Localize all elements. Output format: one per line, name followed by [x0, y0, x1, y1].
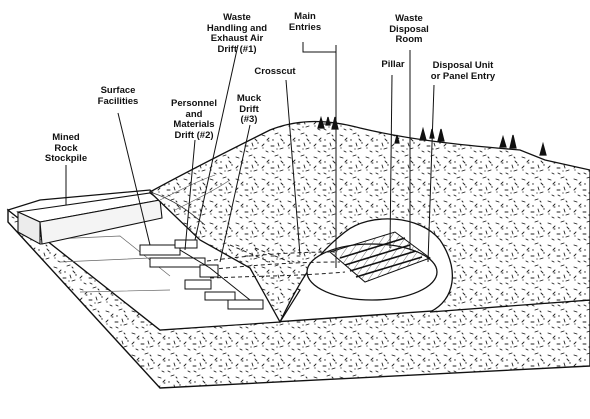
label-muck-drift: Muck Drift (#3): [236, 93, 262, 125]
label-personnel-drift: Personnel and Materials Drift (#2): [171, 98, 217, 141]
label-disposal-unit: Disposal Unit or Panel Entry: [430, 60, 496, 82]
disposal-cavity: [306, 231, 438, 301]
label-surface-facilities: Surface Facilities: [97, 85, 139, 107]
label-pillar: Pillar: [381, 59, 405, 70]
label-mined-rock-stockpile: Mined Rock Stockpile: [44, 132, 88, 164]
mined-rock-stockpile: [16, 192, 163, 245]
label-main-entries: Main Entries: [288, 11, 322, 33]
label-crosscut: Crosscut: [254, 66, 296, 77]
hill: [148, 120, 590, 324]
label-waste-disposal-room: Waste Disposal Room: [389, 13, 429, 45]
tunnel-drifts: [199, 244, 346, 279]
leader-lines: [65, 42, 435, 268]
label-waste-handling: Waste Handling and Exhaust Air Drift (#1…: [206, 12, 268, 55]
